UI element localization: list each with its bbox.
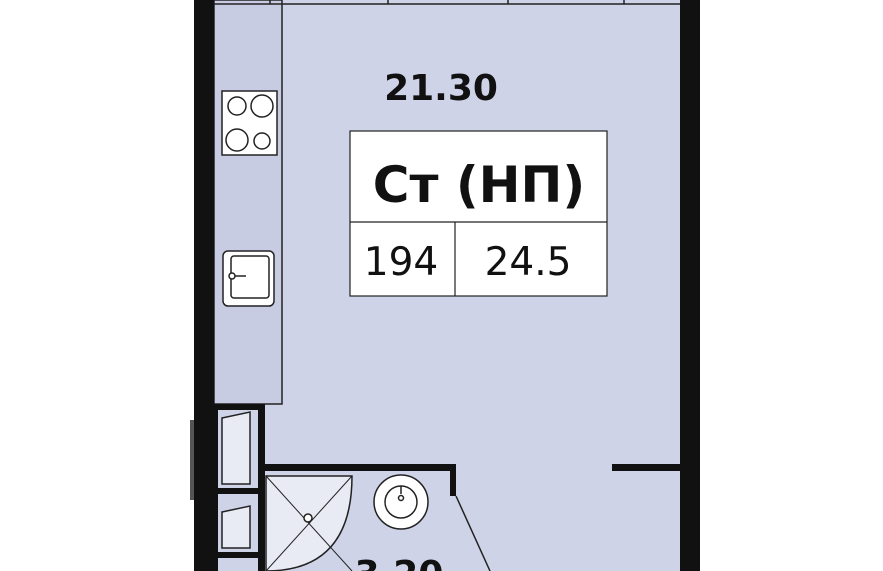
closet-wall-top: [218, 404, 264, 410]
apartment-info-box: [349, 130, 608, 297]
left-wall: [194, 0, 214, 404]
washbasin: [373, 474, 429, 530]
bathroom-door-line: [455, 495, 491, 571]
left-wall-lower: [194, 404, 218, 571]
closet-shelf-bottom: [218, 552, 264, 558]
total-area-label: 24.5: [485, 240, 572, 285]
apartment-number-label: 194: [364, 240, 438, 285]
right-wall: [680, 0, 700, 571]
shower-tray: [265, 475, 353, 571]
bathroom-wall-top: [264, 464, 456, 471]
closet-shelf-divider: [218, 488, 264, 494]
kitchen-sink: [222, 250, 275, 307]
closet-door-marks: [221, 411, 251, 549]
interior-wall-stub: [612, 464, 680, 471]
apartment-type-label: Ст (НП): [373, 156, 585, 214]
left-wall-stub: [190, 420, 194, 500]
closet-wall-right: [258, 404, 265, 571]
main-room-area-label: 21.30: [384, 68, 498, 109]
window-top: [214, 0, 680, 5]
cooktop: [221, 90, 278, 156]
kitchen-counter: [213, 0, 283, 405]
bathroom-area-label: 3.20: [355, 554, 444, 571]
